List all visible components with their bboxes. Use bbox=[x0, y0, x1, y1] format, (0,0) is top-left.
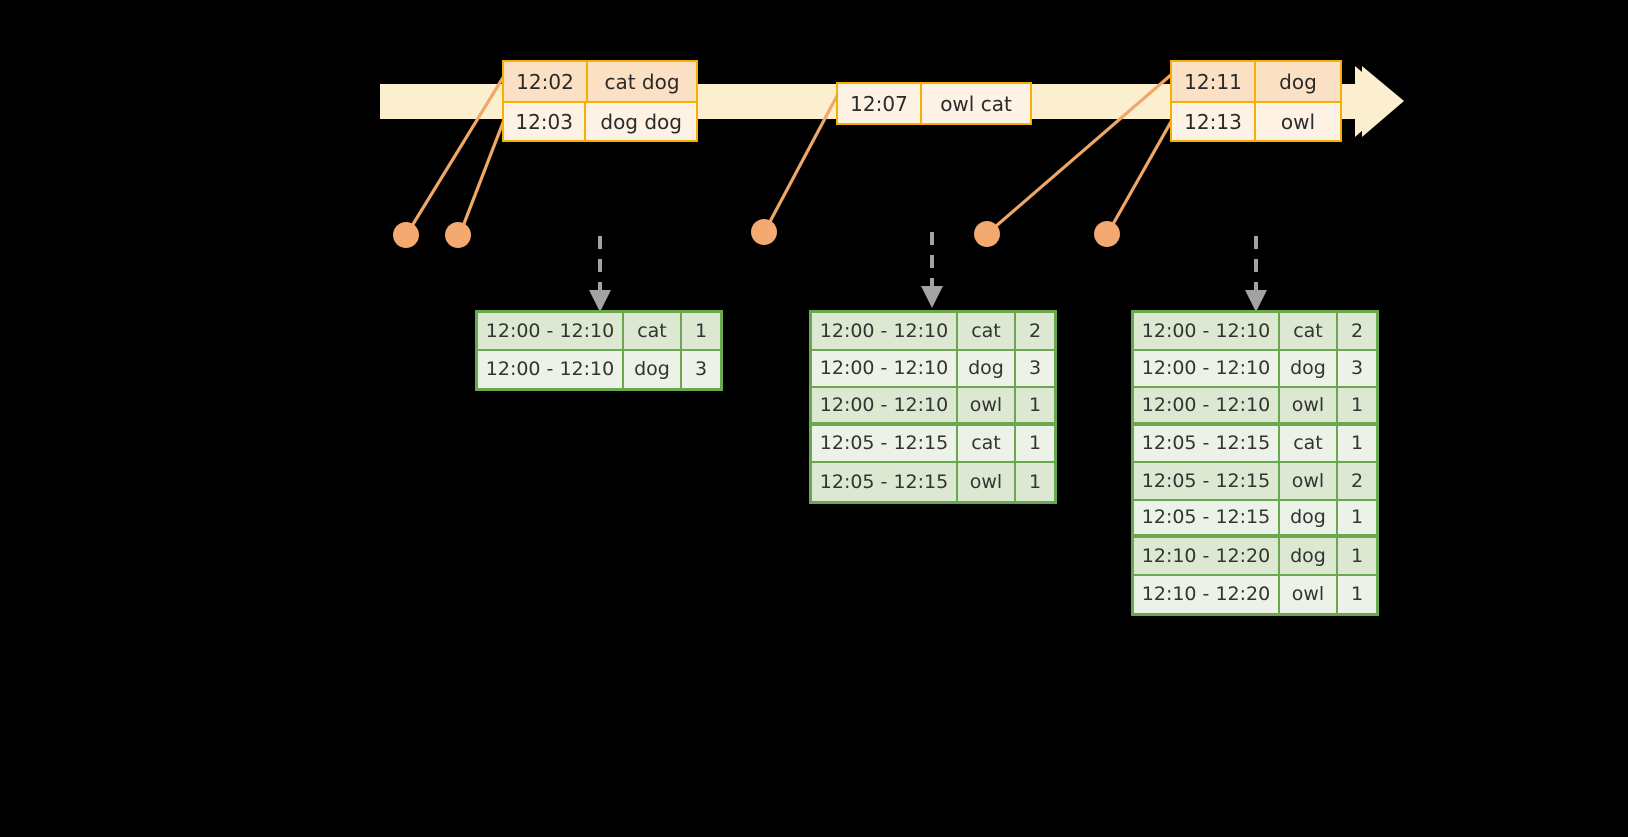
cell-count: 2 bbox=[1350, 319, 1364, 342]
cell-count: 1 bbox=[1350, 432, 1364, 455]
event-words: cat dog bbox=[604, 69, 680, 94]
cell-word: cat bbox=[958, 313, 1016, 349]
cell-window: 12:00 - 12:10 bbox=[812, 350, 958, 386]
emit-arrows bbox=[589, 232, 1267, 312]
event-row[interactable]: 12:11 dog bbox=[1172, 62, 1340, 101]
cell-window: 12:05 - 12:15 bbox=[812, 463, 958, 501]
cell-word: owl bbox=[958, 463, 1016, 501]
event-time: 12:07 bbox=[838, 84, 922, 123]
cell-word: dog bbox=[624, 350, 682, 388]
cell-window: 12:00 - 12:10 bbox=[1134, 388, 1280, 422]
event-dot-3 bbox=[751, 219, 777, 245]
cell-count: 3 bbox=[1350, 357, 1364, 380]
cell-word: cat bbox=[958, 425, 1016, 461]
emit-arrow-3 bbox=[1245, 236, 1267, 312]
cell-window: 12:00 - 12:10 bbox=[478, 313, 624, 349]
cell-window: 12:05 - 12:15 bbox=[812, 425, 958, 461]
cell-word: cat bbox=[1280, 313, 1338, 349]
event-words: owl cat bbox=[940, 91, 1012, 116]
events-group-3[interactable]: 12:11 dog 12:13 owl bbox=[1170, 60, 1342, 142]
cell-count: 1 bbox=[1028, 393, 1042, 416]
cell-word: dog bbox=[1280, 350, 1338, 386]
cell-count: 1 bbox=[1350, 544, 1364, 567]
cell-word: dog bbox=[1280, 538, 1338, 574]
event-row[interactable]: 12:02 cat dog bbox=[504, 62, 696, 101]
event-dot-4 bbox=[974, 221, 1000, 247]
cell-count: 2 bbox=[1350, 469, 1364, 492]
cell-window: 12:05 - 12:15 bbox=[1134, 500, 1280, 534]
cell-window: 12:10 - 12:20 bbox=[1134, 575, 1280, 613]
cell-window: 12:05 - 12:15 bbox=[1134, 463, 1280, 499]
cell-count: 1 bbox=[1028, 432, 1042, 455]
event-time: 12:13 bbox=[1172, 103, 1256, 140]
connector-1 bbox=[405, 74, 506, 236]
event-words: dog bbox=[1279, 69, 1317, 94]
event-time: 12:03 bbox=[504, 103, 587, 140]
connector-5 bbox=[1106, 118, 1174, 235]
events-group-1[interactable]: 12:02 cat dog 12:03 dog dog bbox=[502, 60, 698, 142]
event-words: owl bbox=[1280, 109, 1316, 134]
cell-window: 12:00 - 12:10 bbox=[812, 388, 958, 422]
cell-count: 1 bbox=[1350, 393, 1364, 416]
cell-window: 12:00 - 12:10 bbox=[812, 313, 958, 349]
cell-window: 12:00 - 12:10 bbox=[1134, 350, 1280, 386]
cell-word: owl bbox=[958, 388, 1016, 422]
cell-window: 12:10 - 12:20 bbox=[1134, 538, 1280, 574]
event-dots bbox=[393, 219, 1120, 248]
cell-word: cat bbox=[624, 313, 682, 349]
cell-word: owl bbox=[1280, 575, 1338, 613]
cell-word: dog bbox=[1280, 500, 1338, 534]
event-row[interactable]: 12:03 dog dog bbox=[504, 101, 696, 140]
cell-word: owl bbox=[1280, 388, 1338, 422]
connector-3 bbox=[763, 92, 840, 233]
event-dot-5 bbox=[1094, 221, 1120, 247]
cell-count: 1 bbox=[1028, 470, 1042, 493]
event-row[interactable]: 12:13 owl bbox=[1172, 101, 1340, 140]
cell-count: 3 bbox=[694, 358, 708, 381]
event-time: 12:11 bbox=[1172, 62, 1256, 101]
cell-count: 1 bbox=[1350, 506, 1364, 529]
events-group-2[interactable]: 12:07 owl cat bbox=[836, 82, 1032, 125]
cell-window: 12:05 - 12:15 bbox=[1134, 425, 1280, 461]
cell-count: 1 bbox=[694, 319, 708, 342]
cell-word: owl bbox=[1280, 463, 1338, 499]
cell-count: 1 bbox=[1350, 583, 1364, 606]
cell-word: dog bbox=[958, 350, 1016, 386]
cell-window: 12:00 - 12:10 bbox=[478, 350, 624, 388]
connector-2 bbox=[458, 118, 506, 236]
cell-word: cat bbox=[1280, 425, 1338, 461]
cell-count: 3 bbox=[1028, 357, 1042, 380]
event-time: 12:02 bbox=[504, 62, 588, 101]
event-dot-2 bbox=[445, 222, 471, 248]
event-words: dog dog bbox=[600, 109, 682, 134]
event-dot-1 bbox=[393, 222, 419, 248]
cell-window: 12:00 - 12:10 bbox=[1134, 313, 1280, 349]
emit-arrow-2 bbox=[921, 232, 943, 308]
cell-count: 2 bbox=[1028, 319, 1042, 342]
event-row[interactable]: 12:07 owl cat bbox=[838, 84, 1030, 123]
emit-arrow-1 bbox=[589, 236, 611, 312]
